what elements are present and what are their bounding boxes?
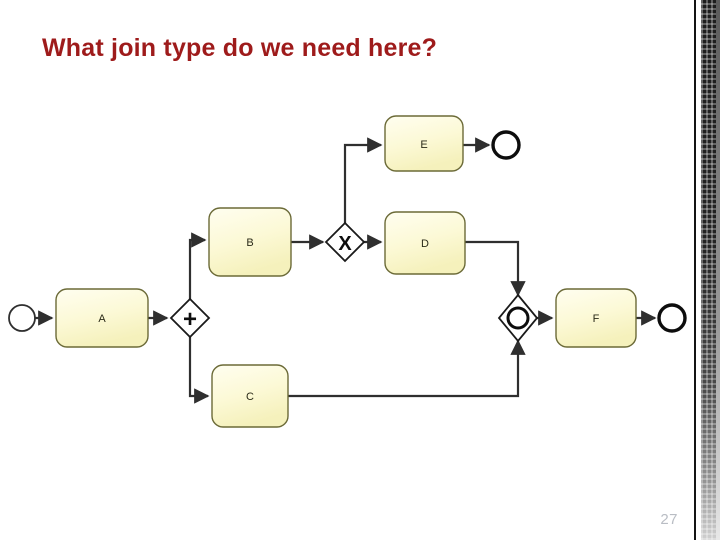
end-event-after-e[interactable] [491,130,521,160]
task-c[interactable]: C [211,364,289,428]
gateway-parallel-marker: + [183,306,197,333]
gateway-exclusive-split-shape[interactable] [324,221,366,263]
task-e-label: E [420,139,427,151]
gateway-unknown-marker-circle-icon [506,306,530,330]
page-number: 27 [660,511,678,528]
task-c-shape[interactable] [211,364,289,428]
task-b-shape[interactable] [208,207,292,277]
flow-exclusive-to-e [343,137,383,223]
bpmn-diagram: A B C D E F [0,95,700,455]
task-f-shape[interactable] [555,288,637,348]
task-d-label: D [421,238,429,250]
flow-d-to-join [465,240,526,297]
task-e[interactable]: E [384,115,464,172]
page-title: What join type do we need here? [42,34,438,62]
start-event[interactable] [8,304,36,332]
gateway-exclusive-marker: X [338,233,352,255]
task-f[interactable]: F [555,288,637,348]
task-d[interactable]: D [384,211,466,275]
flow-split-to-c [188,337,210,404]
flow-c-to-join [288,339,526,398]
task-a[interactable]: A [55,288,149,348]
gateway-parallel-split-shape[interactable] [169,297,211,339]
task-e-shape[interactable] [384,115,464,172]
flow-split-to-b [188,232,207,299]
edge-texture-fade [716,0,720,540]
task-f-label: F [593,313,600,325]
edge-texture-strip [701,0,718,540]
edge-divider-line [694,0,696,540]
gateway-parallel-split[interactable]: + [169,297,211,339]
task-d-shape[interactable] [384,211,466,275]
task-b-label: B [246,237,253,249]
task-a-shape[interactable] [55,288,149,348]
end-event-after-f[interactable] [657,303,687,333]
task-a-label: A [98,313,106,325]
gateway-unknown-join[interactable] [497,293,539,343]
task-c-label: C [246,391,254,403]
gateway-exclusive-split[interactable]: X [324,221,366,263]
task-b[interactable]: B [208,207,292,277]
